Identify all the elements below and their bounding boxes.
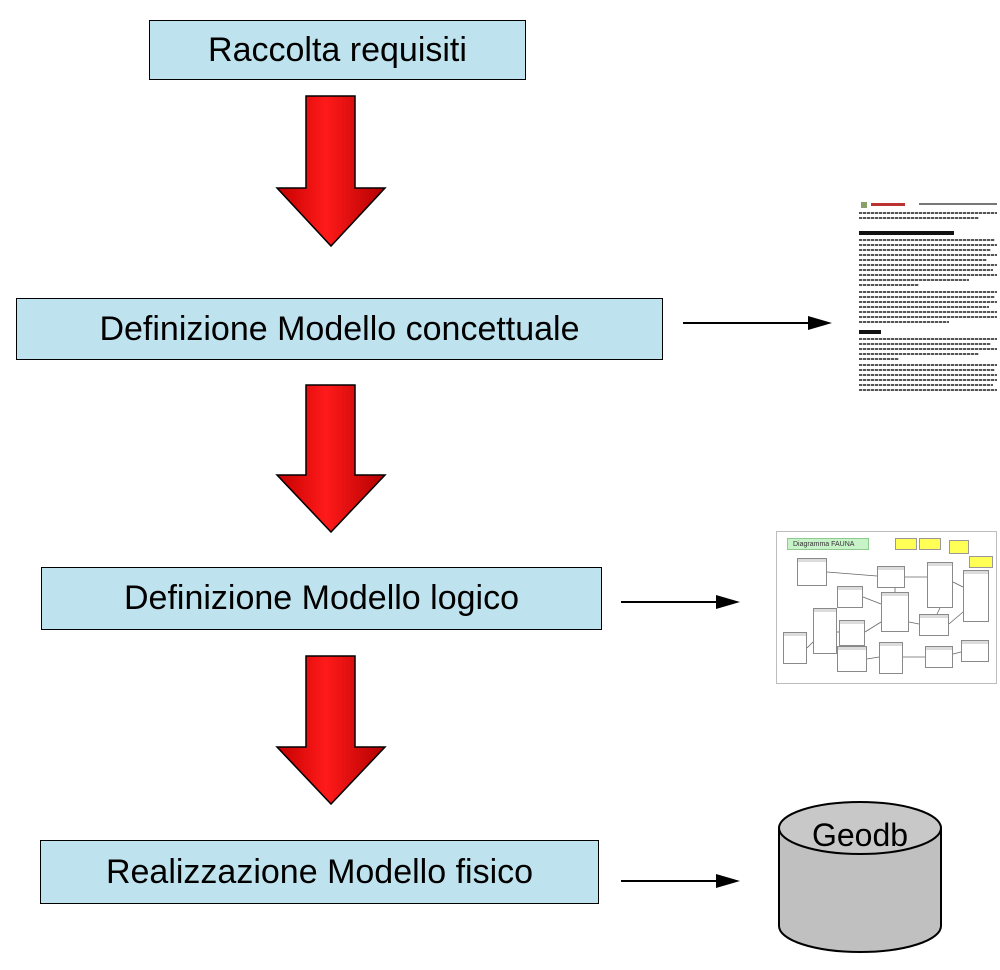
database-label: Geodb	[811, 816, 909, 853]
down-arrow-2	[275, 384, 387, 534]
document-text-line	[859, 239, 995, 241]
step-label: Definizione Modello concettuale	[99, 309, 580, 348]
er-highlight-box	[949, 540, 969, 554]
er-entity-table	[783, 632, 807, 664]
document-text-line	[859, 369, 995, 371]
step-modello-concettuale: Definizione Modello concettuale	[16, 298, 663, 360]
er-entity-table	[881, 592, 909, 632]
step-modello-logico: Definizione Modello logico	[41, 567, 602, 630]
er-entity-table	[925, 646, 953, 668]
step-modello-fisico: Realizzazione Modello fisico	[40, 840, 599, 904]
document-text-line	[859, 353, 979, 355]
document-text-line	[859, 384, 993, 386]
connector-arrow-physical	[621, 874, 740, 888]
down-arrow-3	[275, 655, 387, 806]
document-text-line	[859, 249, 991, 251]
document-section-bar	[859, 330, 881, 334]
document-text-line	[859, 389, 997, 391]
step-raccolta-requisiti: Raccolta requisiti	[149, 20, 526, 80]
er-entity-table	[963, 570, 989, 622]
document-text-line	[859, 274, 997, 276]
down-arrow-1	[275, 95, 387, 248]
document-text-line	[859, 279, 969, 281]
logical-model-er-diagram-thumbnail: Diagramma FAUNA	[776, 531, 997, 684]
document-text-line	[859, 311, 997, 313]
document-text-line	[859, 374, 997, 376]
er-diagram-title: Diagramma FAUNA	[787, 538, 869, 550]
er-entity-table	[837, 586, 863, 608]
er-entity-table	[919, 614, 949, 636]
er-highlight-box	[919, 538, 941, 550]
document-section-bar	[859, 231, 954, 235]
document-text-line	[859, 291, 997, 293]
document-text-line	[859, 379, 997, 381]
er-relationship-lines	[806, 571, 964, 660]
document-text-line	[859, 358, 899, 360]
er-entity-table	[837, 646, 867, 672]
er-highlight-box	[969, 556, 993, 568]
document-text-line	[859, 269, 993, 271]
step-label: Raccolta requisiti	[208, 30, 467, 69]
er-entity-table	[839, 620, 865, 646]
document-logo-icon	[861, 202, 867, 208]
document-header-line	[919, 203, 997, 205]
er-entity-table	[813, 608, 837, 654]
connector-arrow-logical	[621, 595, 740, 609]
document-text-line	[859, 264, 997, 266]
document-text-line	[859, 296, 995, 298]
document-text-line	[859, 343, 991, 345]
connector-arrow-conceptual	[683, 316, 832, 330]
document-text-line	[859, 259, 987, 261]
er-entity-table	[797, 558, 827, 586]
er-entity-table	[927, 562, 953, 608]
document-text-line	[859, 244, 997, 246]
document-header-mark	[871, 203, 905, 206]
document-text-line	[859, 338, 997, 340]
database-cylinder-icon	[778, 801, 942, 953]
er-entity-table	[879, 642, 903, 674]
step-label: Definizione Modello logico	[123, 579, 519, 617]
document-text-line	[859, 254, 997, 256]
document-text-line	[859, 306, 989, 308]
er-entity-table	[877, 566, 905, 588]
er-highlight-box	[895, 538, 917, 550]
document-text-line	[859, 348, 997, 350]
document-text-line	[859, 212, 997, 214]
document-text-line	[859, 364, 997, 366]
document-text-line	[859, 301, 997, 303]
document-text-line	[859, 284, 919, 286]
document-text-line	[859, 321, 949, 323]
conceptual-model-document-thumbnail	[855, 198, 1000, 400]
document-text-line	[859, 217, 979, 219]
step-label: Realizzazione Modello fisico	[105, 852, 534, 891]
document-text-line	[859, 316, 997, 318]
er-entity-table	[961, 640, 989, 662]
